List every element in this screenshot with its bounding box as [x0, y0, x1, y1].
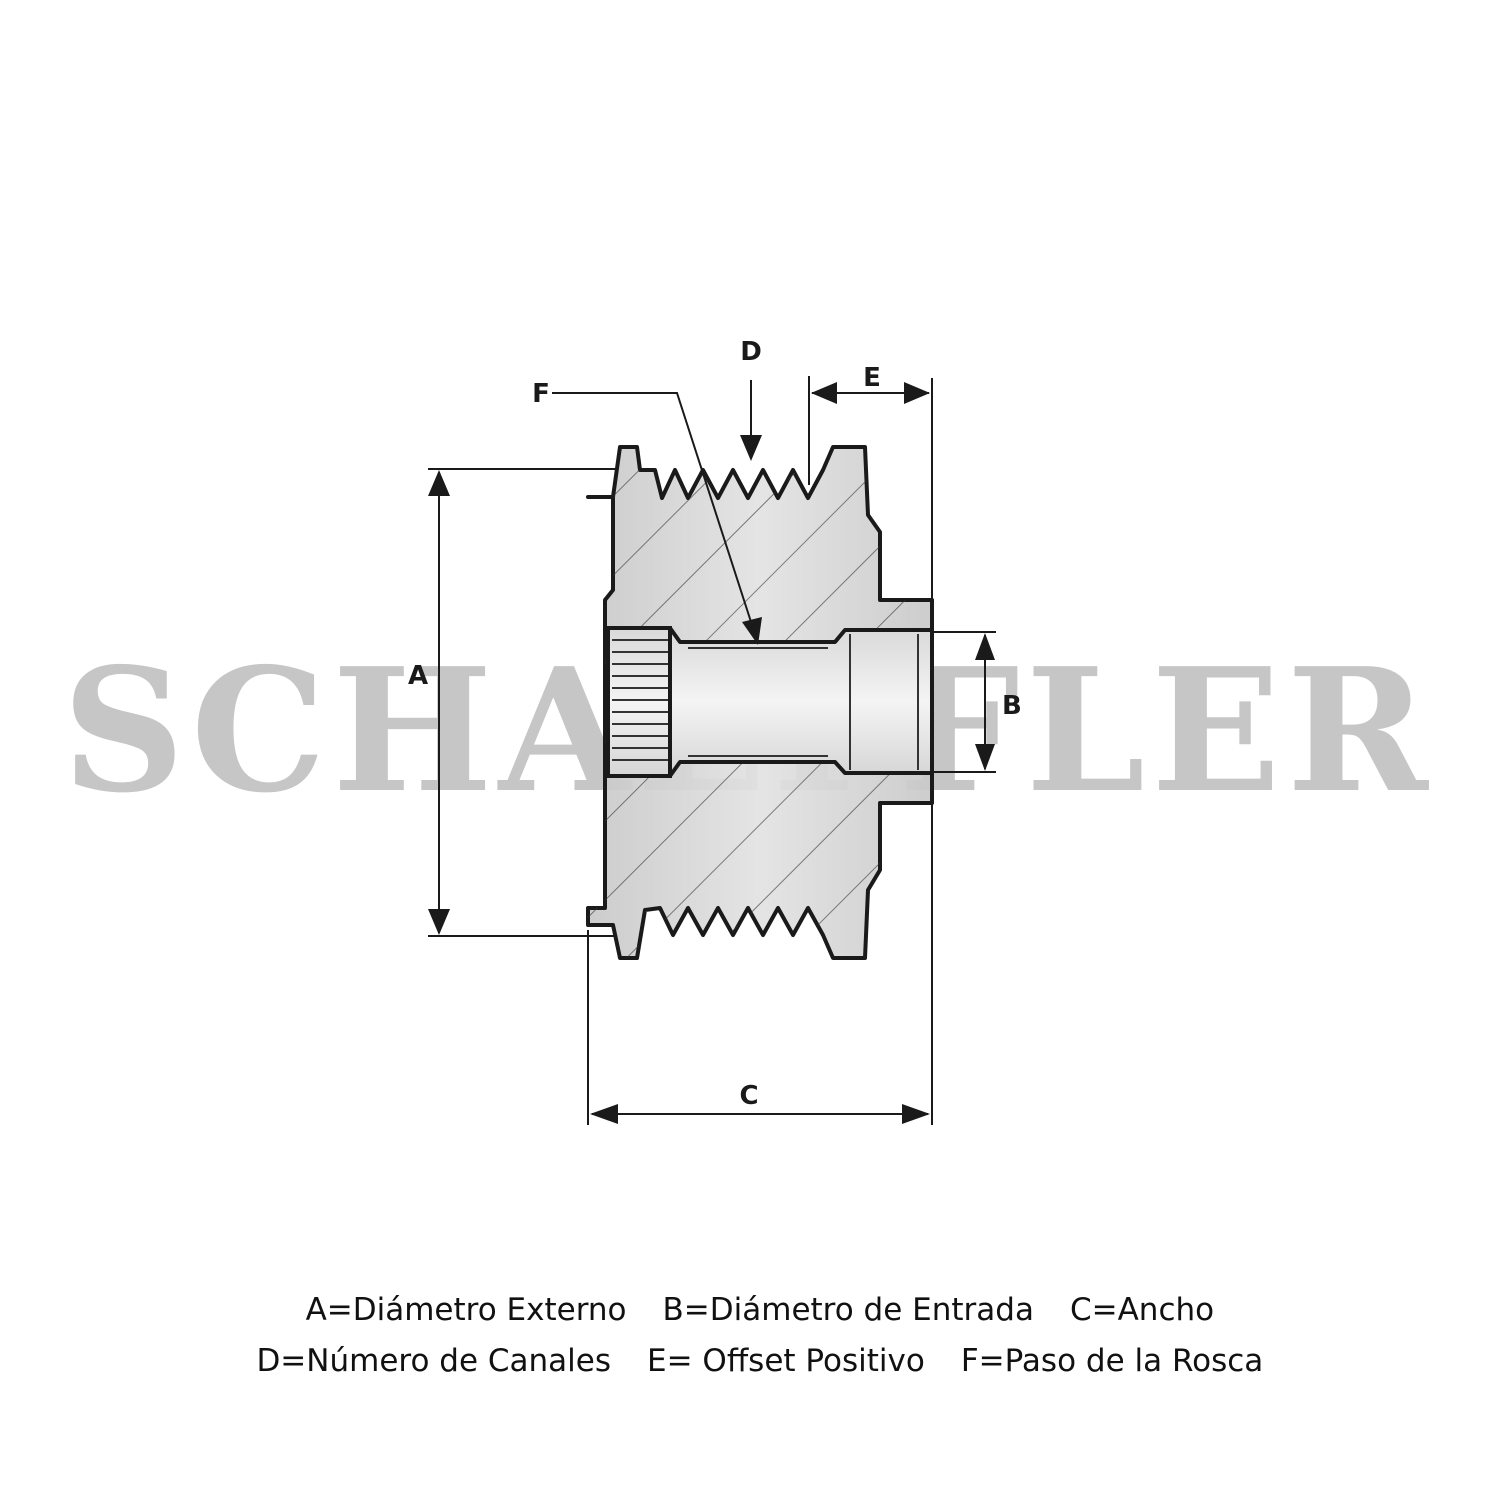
legend-b: B=Diámetro de Entrada: [662, 1292, 1034, 1328]
label-f: F: [532, 379, 550, 409]
legend-e: E= Offset Positivo: [647, 1343, 925, 1379]
legend-f: F=Paso de la Rosca: [960, 1343, 1264, 1379]
legend-row-2: D=Número de Canales E= Offset Positivo F=P…: [0, 1307, 1500, 1379]
pulley-bore: [606, 626, 934, 778]
legend-d: D=Número de Canales: [256, 1343, 611, 1379]
label-d: D: [740, 337, 762, 367]
dimension-e: [808, 376, 930, 485]
dimension-d: [740, 380, 762, 461]
label-a: A: [408, 661, 428, 691]
legend-a: A=Diámetro Externo: [305, 1292, 627, 1328]
dimension-a: [428, 468, 615, 937]
dimension-b: [932, 631, 996, 773]
dimension-c: [587, 378, 933, 1125]
label-c: C: [739, 1081, 758, 1111]
legend-c: C=Ancho: [1069, 1292, 1215, 1328]
dimension-f: [552, 392, 762, 645]
label-b: B: [1002, 691, 1022, 721]
label-e: E: [863, 363, 881, 393]
legend-row-1: A=Diámetro Externo B=Diámetro de Entrada C…: [0, 1256, 1500, 1328]
